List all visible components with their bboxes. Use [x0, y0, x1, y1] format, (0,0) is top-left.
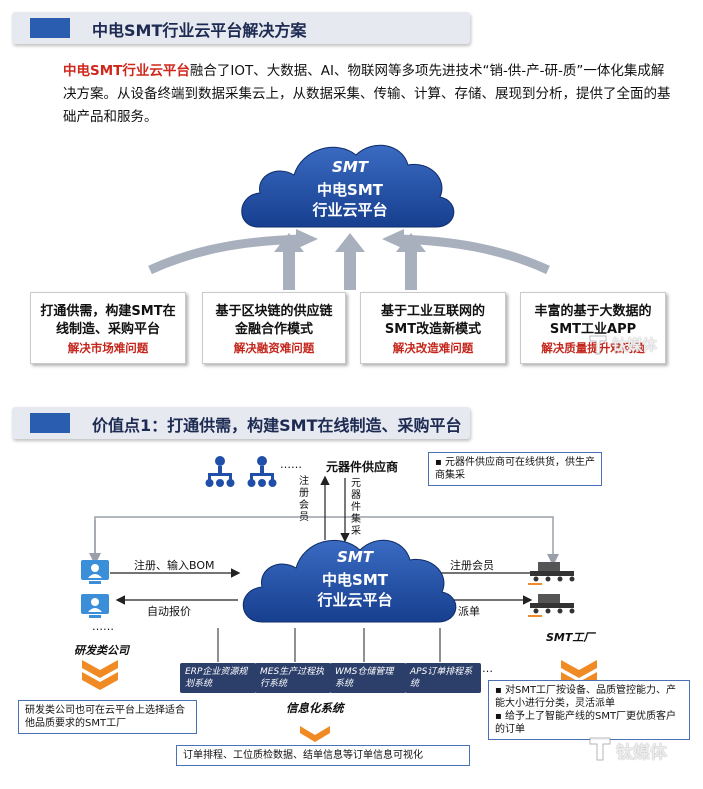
org-icon-1 [205, 456, 235, 487]
systems-dots: … [482, 662, 493, 675]
intro-paragraph: 中电SMT行业云平台融合了IOT、大数据、AI、物联网等多项先进技术“销-供-产… [63, 60, 673, 129]
system-aps: APS订单排程系统 [405, 663, 481, 693]
rd-down-arrows [82, 660, 118, 690]
computer-user-icon-2 [81, 594, 109, 618]
section1-title: 中电SMT行业云平台解决方案 [92, 21, 307, 40]
box4-line1: 丰富的基于大数据的 [534, 304, 652, 319]
box3-line1: 基于工业互联网的 [380, 304, 485, 319]
supplier-network-icons [205, 456, 277, 487]
factory-note-1-text: 对SMT工厂按设备、品质管控能力、产能大小进行分类，灵活派单 [495, 685, 677, 709]
box4-problem: 解决质量提升难问题 [541, 341, 645, 355]
factory-note-1-bullet: ▪ [495, 685, 505, 696]
supplier-note: ▪ 元器件供应商可在线供货，供生产商集采 [428, 452, 602, 486]
up-arrow-3 [396, 233, 426, 290]
box2-line2: 金融合作模式 [234, 322, 313, 337]
banner-block-icon [30, 18, 70, 38]
watermark-text-2: 钛媒体 [616, 743, 667, 763]
cloud-title-line2: 行业云平台 [312, 201, 388, 219]
factory-note-2: ▪ 给予上了智能产线的SMT厂更优质客户的订单 [495, 710, 683, 736]
left-arrow-bottom-label: 自动报价 [147, 605, 191, 618]
factory-note-1: ▪ 对SMT工厂按设备、品质管控能力、产能大小进行分类，灵活派单 [495, 684, 683, 710]
box2-line1: 基于区块链的供应链 [215, 304, 333, 319]
box3-line2: SMT改造新模式 [384, 322, 482, 337]
rd-dots: …… [92, 620, 114, 633]
cloud-shape-2 [242, 539, 457, 623]
section1-banner: 中电SMT行业云平台解决方案 [12, 12, 470, 44]
supplier-note-text: 元器件供应商可在线供货，供生产商集采 [435, 457, 595, 481]
watermark-2: 钛媒体 [588, 735, 688, 763]
flow-connectors [82, 475, 597, 742]
register-member-vertical: 注册会员 [299, 476, 309, 523]
factory-note-2-bullet: ▪ [495, 711, 505, 722]
section2-banner: 价值点1：打通供需，构建SMT在线制造、采购平台 [12, 407, 470, 439]
watermark-1: 钛媒体 [588, 332, 670, 356]
right-arrow-top-label: 注册会员 [450, 559, 494, 572]
right-arrow-bottom-label: 派单 [458, 605, 480, 618]
feature-box-3: 基于工业互联网的 SMT改造新模式 解决改造难问题 [360, 292, 506, 364]
intro-text: 融合了IOT、大数据、AI、物联网等多项先进技术“销-供-产-研-质”一体化集成… [63, 63, 671, 125]
info-system-label: 信息化系统 [286, 701, 344, 715]
rd-company-icons [81, 560, 109, 618]
rd-note: 研发类公司也可在云平台上选择适合他品质要求的SMT工厂 [18, 700, 197, 734]
watermark-logo-icon-2 [589, 737, 611, 761]
feature-box-4: 丰富的基于大数据的 SMT工业APP 解决质量提升难问题 [520, 292, 666, 364]
system-mes: MES生产过程执行系统 [255, 663, 331, 693]
factory-notes: ▪ 对SMT工厂按设备、品质管控能力、产能大小进行分类，灵活派单 ▪ 给予上了智… [488, 680, 690, 740]
up-arrow-2 [335, 233, 365, 290]
smt-factory-icons [528, 562, 575, 617]
intro-highlight: 中电SMT行业云平台 [63, 63, 190, 79]
supplier-note-bullet: ▪ [435, 457, 445, 468]
box1-line2: 线制造、采购平台 [55, 322, 160, 337]
left-arrow-top-label: 注册、输入BOM [134, 559, 215, 572]
org-icon-2 [247, 456, 277, 487]
component-collect-vertical: 元器件集采 [351, 478, 361, 537]
cloud-title-line1: 中电SMT [317, 181, 383, 199]
cloud-logo-text: SMT [332, 158, 368, 176]
info-down-arrow [300, 726, 330, 742]
left-curve-arrow [148, 234, 301, 275]
factory-note-2-text: 给予上了智能产线的SMT厂更优质客户的订单 [495, 711, 677, 735]
watermark-text-1: 钛媒体 [612, 336, 658, 354]
box3-problem: 解决改造难问题 [392, 341, 474, 355]
box1-problem: 解决市场难问题 [67, 341, 149, 355]
system-wms: WMS仓储管理系统 [330, 663, 406, 693]
cloud2-title-line1: 中电SMT [322, 571, 388, 589]
feature-box-2: 基于区块链的供应链 金融合作模式 解决融资难问题 [202, 292, 346, 364]
system-erp: ERP企业资源规划系统 [180, 663, 256, 693]
cloud2-logo-text: SMT [337, 548, 373, 566]
right-curve-arrow [399, 234, 550, 275]
conveyor-machine-icon-2 [528, 594, 575, 617]
cloud-diagram-top [148, 144, 550, 290]
conveyor-machine-icon-1 [528, 562, 575, 585]
cloud2-title-line2: 行业云平台 [317, 591, 393, 609]
feature-box-1: 打通供需，构建SMT在 线制造、采购平台 解决市场难问题 [30, 292, 186, 364]
box1-line1: 打通供需，构建SMT在 [40, 304, 176, 319]
rd-company-label: 研发类公司 [74, 644, 129, 657]
computer-user-icon-1 [81, 560, 109, 584]
supplier-label: 元器件供应商 [326, 460, 399, 474]
box4-line2: SMT工业APP [549, 322, 637, 337]
section2-title: 价值点1：打通供需，构建SMT在线制造、采购平台 [92, 416, 462, 435]
banner-block-icon-2 [30, 413, 70, 433]
smt-factory-label: SMT工厂 [546, 631, 595, 644]
watermark-logo-icon [589, 335, 607, 355]
box2-problem: 解决融资难问题 [233, 341, 315, 355]
bottom-note: 订单排程、工位质检数据、结单信息等订单信息可视化 [176, 745, 470, 766]
supplier-dots: …… [280, 458, 302, 471]
up-arrow-1 [274, 233, 304, 290]
cloud-shape [241, 144, 455, 228]
